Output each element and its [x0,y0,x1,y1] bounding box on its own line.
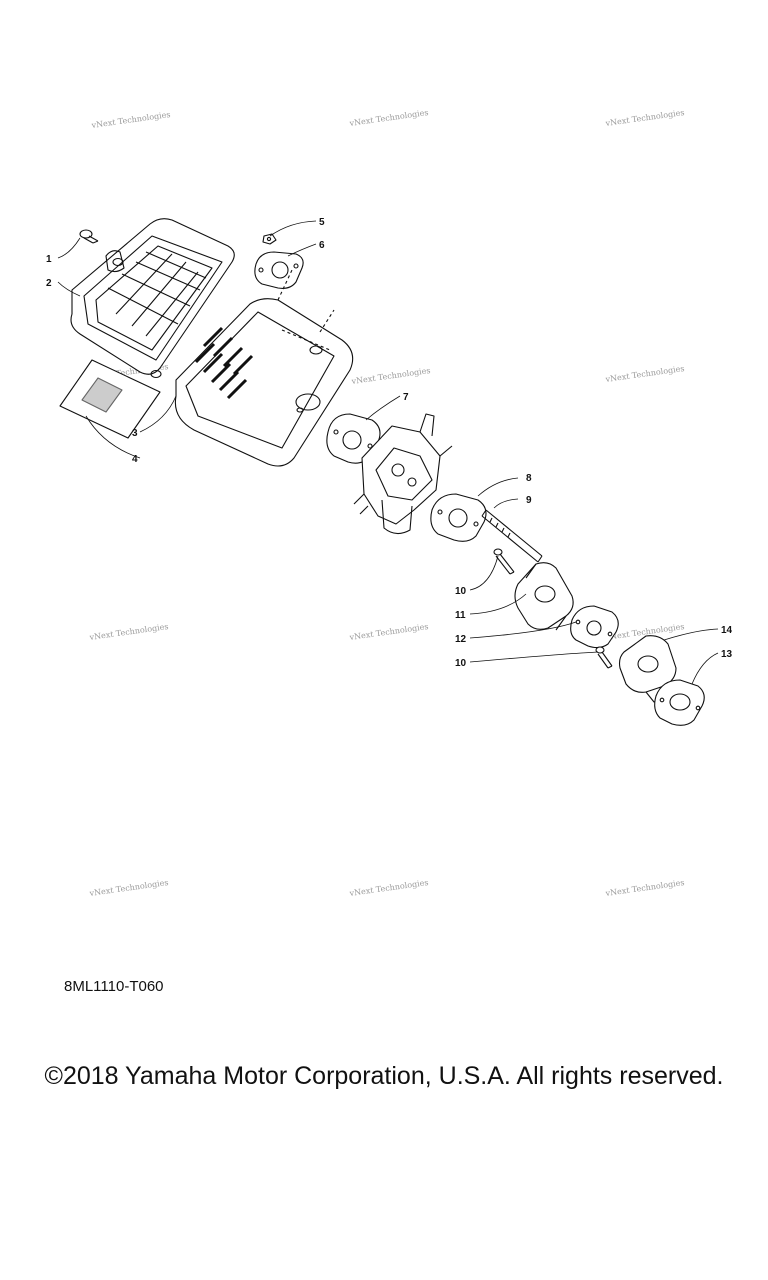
gasket-part [654,679,705,726]
callout-label: 13 [721,649,733,660]
bolt-part [493,548,515,575]
label-sticker-part [59,359,161,439]
gasket-part [254,251,304,289]
watermark: vNext Technologies [350,366,431,386]
watermark: vNext Technologies [348,108,429,128]
callout-label: 11 [455,610,466,621]
callout-label: 1 [46,254,52,265]
gasket-part [430,493,487,542]
callout-label: 14 [721,625,733,636]
callout-label: 5 [319,217,325,228]
callout-label: 4 [132,454,138,465]
callouts: 1 2 3 4 5 6 7 8 9 10 11 12 10 14 13 [46,217,733,669]
leader-lines [57,220,719,685]
stud-part [481,509,543,563]
bolt-part [595,646,613,669]
copyright-notice: ©2018 Yamaha Motor Corporation, U.S.A. A… [44,1062,724,1090]
watermark: vNext Technologies [90,110,171,130]
callout-label: 12 [455,634,467,645]
callout-label: 6 [319,240,325,251]
insulator-part [514,562,574,631]
diagram-code: 8ML1110-T060 [64,978,164,995]
callout-label: 10 [455,658,467,669]
callout-label: 8 [526,473,532,484]
watermark: vNext Technologies [604,878,685,898]
callout-label: 9 [526,495,532,506]
callout-label: 3 [132,428,138,439]
callout-label: 7 [403,392,409,403]
watermark: vNext Technologies [348,878,429,898]
air-cleaner-case-part [174,269,354,467]
nut-part [262,233,277,245]
watermark: vNext Technologies [348,622,429,642]
watermark: vNext Technologies [88,622,169,642]
watermark: vNext Technologies [88,878,169,898]
gasket-part [570,605,619,649]
callout-label: 10 [455,586,467,597]
callout-label: 2 [46,278,52,289]
watermark: vNext Technologies [604,364,685,384]
air-filter-element-part [70,218,235,379]
watermark: vNext Technologies [604,108,685,128]
carburetor-part [353,413,453,535]
bolt-part [79,229,99,244]
